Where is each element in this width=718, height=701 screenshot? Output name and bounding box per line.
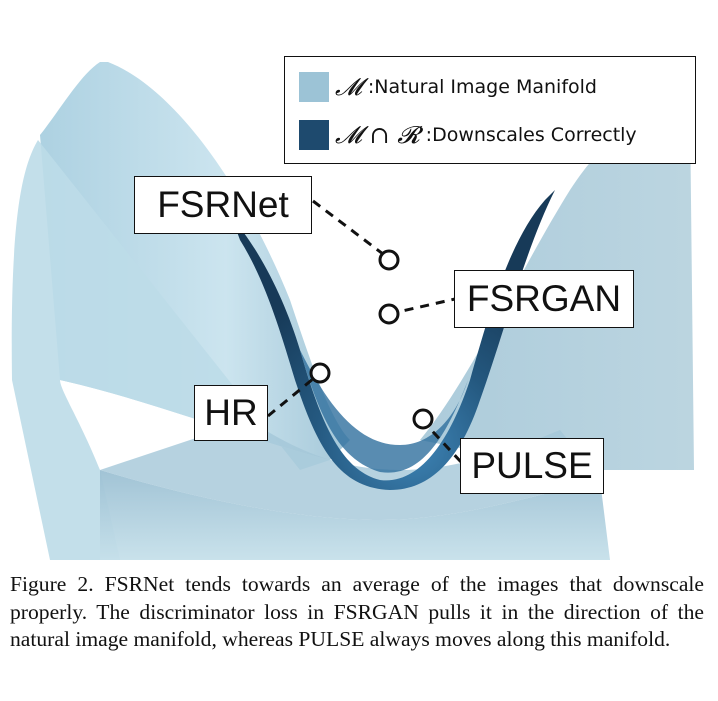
fsrnet-leader	[312, 199, 388, 259]
fsrgan-leader	[388, 297, 456, 316]
hr-point	[309, 362, 331, 384]
fsrnet-point	[378, 249, 400, 271]
fsrgan-label: FSRGAN	[454, 270, 634, 328]
manifold-front-floor	[100, 470, 610, 560]
hr-label: HR	[194, 385, 268, 441]
legend-sep-intersection: :	[425, 124, 433, 146]
legend-swatch-manifold	[299, 72, 329, 102]
fsrgan-point	[378, 303, 400, 325]
hr-leader	[267, 372, 320, 418]
pulse-point	[412, 408, 434, 430]
legend-label-intersection: Downscales Correctly	[432, 124, 637, 146]
legend-swatch-intersection	[299, 120, 329, 150]
legend-symbol-manifold: 𝓜	[335, 73, 362, 101]
fsrnet-label: FSRNet	[134, 176, 312, 234]
intersection-band	[232, 190, 555, 490]
legend-symbol-intersection: 𝓜 ∩ 𝓡	[335, 121, 420, 149]
legend-label-manifold: Natural Image Manifold	[374, 76, 597, 98]
intersection-band-lip	[300, 350, 468, 473]
legend: 𝓜 : Natural Image Manifold 𝓜 ∩ 𝓡 : Downs…	[284, 56, 696, 164]
caption-label: Figure 2.	[10, 572, 94, 596]
figure-caption: Figure 2. FSRNet tends towards an averag…	[10, 571, 704, 654]
manifold-left-surface	[11, 140, 331, 560]
legend-item-intersection: 𝓜 ∩ 𝓡 : Downscales Correctly	[299, 119, 637, 151]
legend-sep-manifold: :	[367, 76, 375, 98]
pulse-label: PULSE	[460, 438, 604, 494]
legend-item-manifold: 𝓜 : Natural Image Manifold	[299, 71, 597, 103]
caption-text: FSRNet tends towards an average of the i…	[10, 572, 704, 652]
